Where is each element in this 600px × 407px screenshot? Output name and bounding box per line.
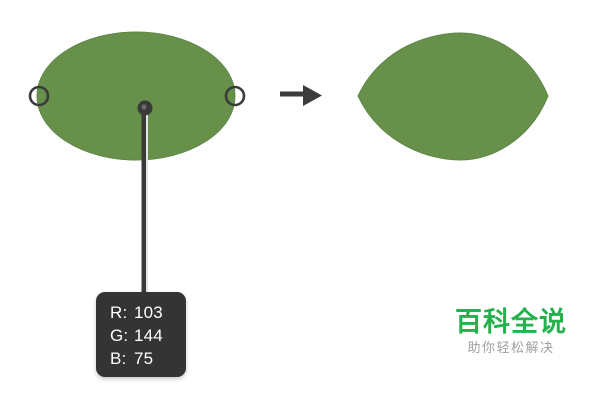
transform-arrow-icon <box>280 85 322 106</box>
watermark-title: 百科全说 <box>455 307 567 337</box>
color-channel-row-r: R: 103 <box>110 301 186 324</box>
channel-value-r: 103 <box>133 303 163 322</box>
left-anchor-node[interactable] <box>28 85 50 107</box>
watermark-subtitle: 助你轻松解决 <box>467 340 555 355</box>
color-channel-row-b: B: 75 <box>110 347 186 370</box>
color-channel-row-g: G: 144 <box>110 324 186 347</box>
center-picker-node[interactable] <box>137 100 153 116</box>
channel-label-g: G: <box>110 326 129 345</box>
channel-value-g: 144 <box>133 326 163 345</box>
watermark: 百科全说 助你轻松解决 <box>436 307 586 356</box>
channel-value-b: 75 <box>133 349 154 368</box>
channel-label-b: B: <box>110 349 127 368</box>
ellipse-shape[interactable] <box>36 31 236 161</box>
leaf-shape[interactable] <box>357 32 549 161</box>
channel-label-r: R: <box>110 303 128 322</box>
color-readout-tooltip: R: 103 G: 144 B: 75 <box>96 292 186 377</box>
right-anchor-node[interactable] <box>224 85 246 107</box>
eyedropper-stem <box>141 110 148 296</box>
